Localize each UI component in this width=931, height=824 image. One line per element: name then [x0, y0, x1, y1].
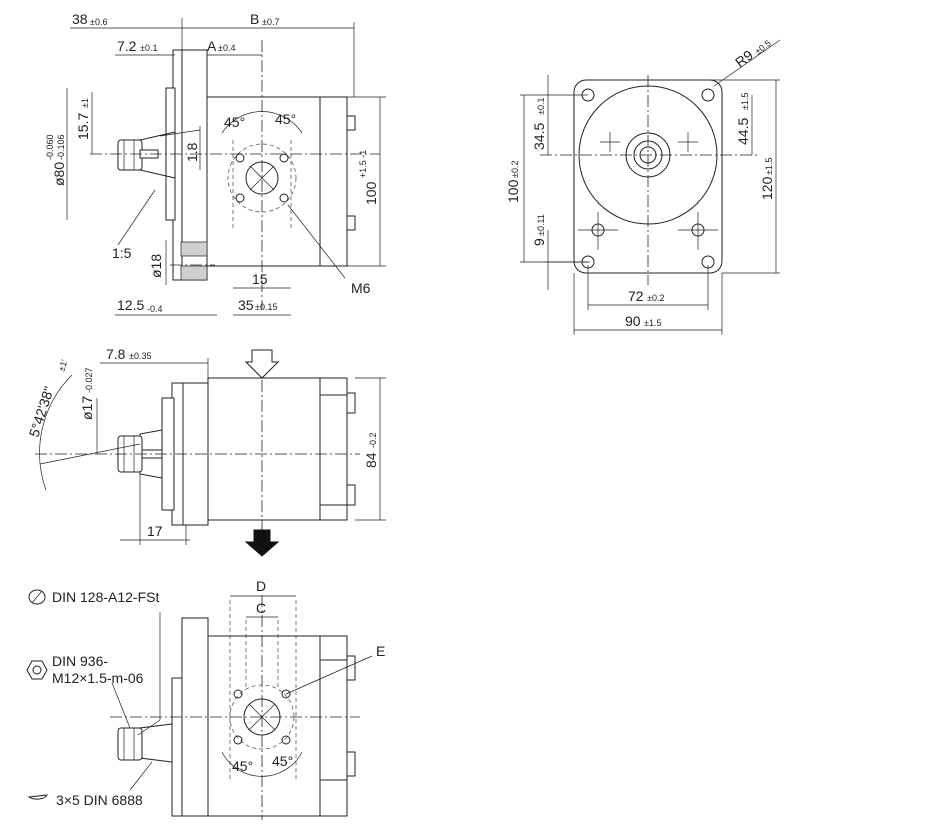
tol-38: ±0.6 [90, 17, 107, 27]
pump-body [206, 96, 321, 267]
tol-d80-lower: -0.106 [56, 134, 66, 160]
tol-7-8: ±0.35 [129, 351, 151, 361]
dim-38: 38 [72, 11, 88, 27]
dim-D: D [256, 578, 266, 594]
angle-right: 45° [275, 111, 296, 127]
dim-1-8: 1.8 [184, 142, 200, 162]
side-view: 38 ±0.6 B ±0.7 7.2 ±0.1 A ±0.4 15.7 ±1 ø… [45, 11, 386, 316]
legend-key: 3×5 DIN 6888 [56, 792, 143, 808]
woodruff-key-icon [27, 794, 48, 800]
label-taper: 1:5 [112, 245, 132, 261]
dim-90: 90 [625, 313, 641, 329]
dim-C: C [256, 600, 266, 616]
tol-9: ±0.11 [536, 214, 546, 236]
dim-12-5: 12.5 [117, 297, 144, 313]
dim-120: 120 [759, 176, 775, 200]
dim-100-front: 100 [505, 179, 521, 203]
nut-icon [26, 660, 48, 680]
dim-7-2: 7.2 [117, 38, 137, 54]
tol-A: ±0.4 [218, 43, 235, 53]
tol-angle: ±1' [56, 358, 69, 372]
tol-120: ±1.5 [764, 158, 774, 175]
angle-left: 45° [224, 114, 245, 130]
dim-R9: R9 [732, 47, 756, 71]
tol-35: ±0.15 [255, 302, 277, 312]
dim-d17: ø17 [79, 396, 95, 420]
top-view: 7.8 ±0.35 5°42'38" ±1' ø17 -0.027 84 -0.… [26, 346, 386, 557]
tol-44-5: ±1.5 [740, 93, 750, 110]
parts-legend: DIN 128-A12-FSt DIN 936- M12×1.5-m-06 3×… [26, 589, 159, 808]
tol-d17: -0.027 [84, 367, 94, 393]
legend-nut-line2: M12×1.5-m-06 [52, 670, 144, 686]
dim-7-8: 7.8 [106, 346, 126, 362]
body-top [207, 377, 321, 521]
tol-34-5: ±0.1 [536, 98, 546, 115]
angle-right-bottom: 45° [272, 753, 293, 769]
tol-90: ±1.5 [644, 318, 661, 328]
dim-100: 100 [363, 181, 379, 205]
angle-left-bottom: 45° [232, 758, 253, 774]
dim-44-5: 44.5 [735, 118, 751, 145]
port-hatch-1 [180, 241, 208, 257]
outlet-arrow [244, 529, 280, 557]
rear-cover [319, 96, 348, 267]
dim-d80: ø80 [51, 162, 67, 186]
label-E: E [376, 643, 385, 659]
tol-B: ±0.7 [262, 17, 279, 27]
tol-7-2: ±0.1 [140, 43, 157, 53]
label-m6: M6 [351, 280, 371, 296]
angle-5deg: 5°42'38" [26, 384, 57, 439]
tol-12-5: -0.4 [147, 304, 163, 314]
port-hatch-2 [180, 265, 208, 281]
dim-34-5: 34.5 [531, 123, 547, 150]
legend-nut-line1: DIN 936- [52, 653, 108, 669]
shaft-nut [117, 139, 143, 171]
tol-100: +1.5 -1 [358, 150, 368, 178]
tol-100-front: ±0.2 [510, 161, 520, 178]
tol-72: ±0.2 [647, 293, 664, 303]
inlet-arrow [244, 349, 280, 379]
dim-15-7: 15.7 [75, 113, 91, 140]
dim-84: 84 [363, 452, 379, 468]
tol-d80-upper: -0.060 [45, 134, 55, 160]
dim-B: B [250, 11, 259, 27]
dim-d18: ø18 [148, 254, 164, 278]
front-view: R9 ±0.5 34.5 ±0.1 44.5 ±1.5 100 ±0.2 120… [505, 38, 781, 335]
tol-R9: ±0.5 [753, 38, 773, 57]
dim-17: 17 [147, 523, 163, 539]
dim-72: 72 [628, 288, 644, 304]
dim-15: 15 [252, 271, 268, 287]
legend-washer: DIN 128-A12-FSt [52, 589, 159, 605]
bottom-view: D C E 45° 45° [110, 578, 385, 820]
washer-icon [28, 589, 46, 605]
tol-84: -0.2 [368, 432, 378, 448]
dim-9: 9 [531, 238, 547, 246]
dim-35: 35 [238, 297, 254, 313]
tol-15-7: ±1 [80, 98, 90, 108]
dim-A: A [207, 38, 217, 54]
body-bottom [207, 635, 321, 817]
